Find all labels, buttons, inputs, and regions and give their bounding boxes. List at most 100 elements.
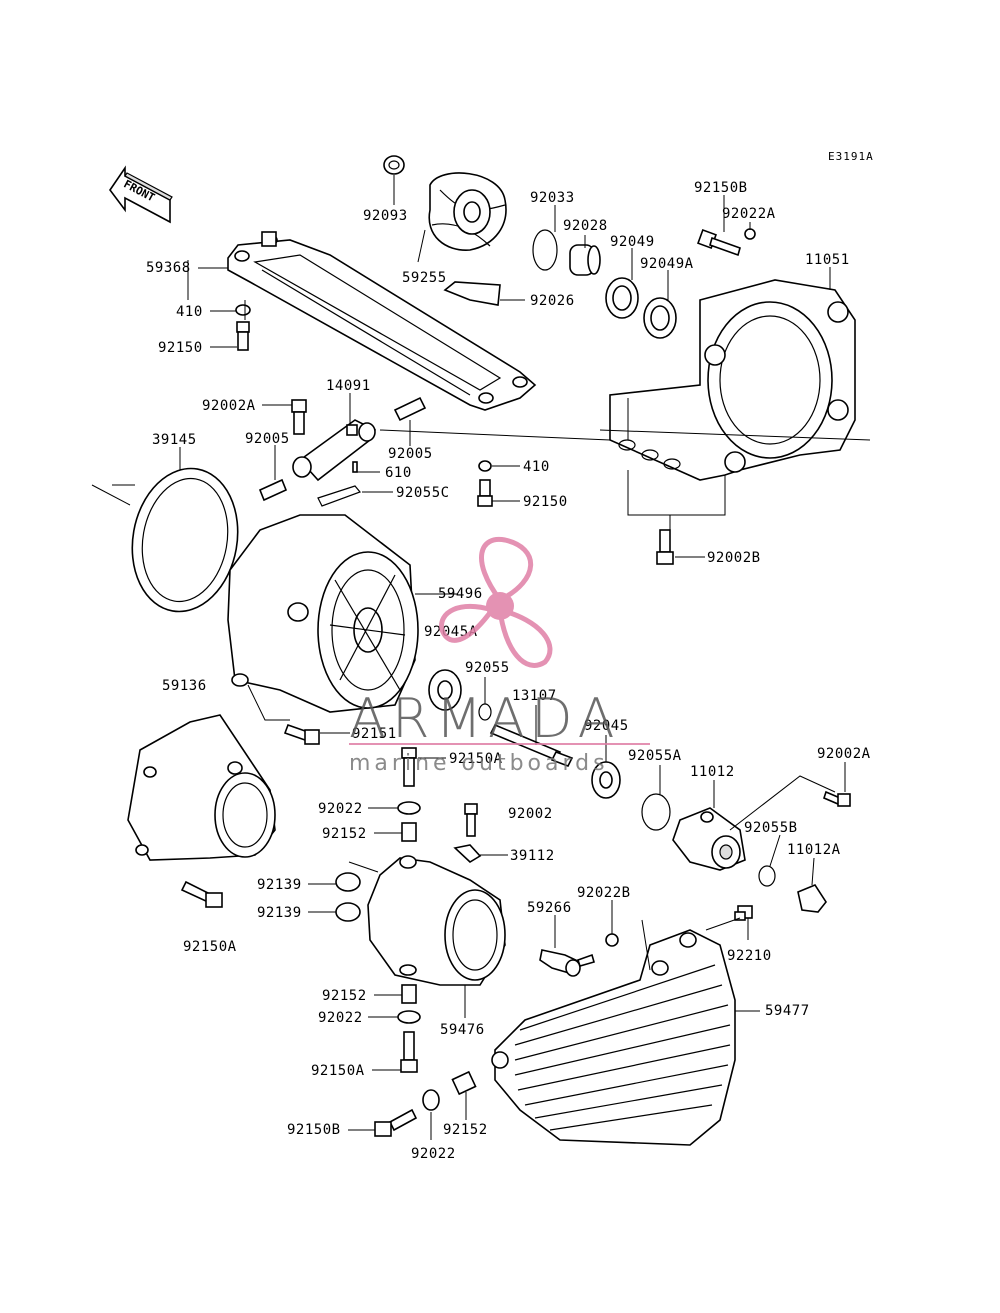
watermark-tagline: marine outboards xyxy=(349,751,609,776)
label-92150A-mid: 92150A xyxy=(449,751,503,767)
label-92002A-right: 92002A xyxy=(817,746,871,762)
ring-39145 xyxy=(131,467,239,613)
circlip-92033 xyxy=(532,229,558,271)
label-11051: 11051 xyxy=(805,252,850,268)
drain-59266 xyxy=(539,949,595,977)
label-59496: 59496 xyxy=(438,586,483,602)
bolt-92002B xyxy=(656,529,674,565)
label-92055: 92055 xyxy=(465,660,510,676)
bolt-92210 xyxy=(734,905,753,921)
label-92151: 92151 xyxy=(352,726,397,742)
pin-610 xyxy=(352,461,358,473)
label-39145: 39145 xyxy=(152,432,197,448)
lever-39112 xyxy=(453,844,482,863)
cap-92093 xyxy=(383,155,405,175)
label-92093: 92093 xyxy=(363,208,408,224)
bolt-92002A-left xyxy=(291,399,307,435)
gasket-92055C xyxy=(317,485,362,507)
label-92210: 92210 xyxy=(727,948,772,964)
nozzle-59136 xyxy=(127,714,276,861)
leader-lines xyxy=(91,175,871,1140)
nozzle-59476 xyxy=(367,855,506,986)
bushing-92139-b xyxy=(335,902,361,922)
nut-410-mid xyxy=(478,460,492,472)
label-92028: 92028 xyxy=(563,218,608,234)
bolt-92150A-left xyxy=(180,880,223,908)
label-92022-a: 92022 xyxy=(318,801,363,817)
cap-11012A xyxy=(797,884,827,913)
label-92152-b: 92152 xyxy=(322,988,367,1004)
label-11012: 11012 xyxy=(690,764,735,780)
collar-92028 xyxy=(569,244,601,276)
bolt-92151 xyxy=(283,723,320,745)
label-92150-top: 92150 xyxy=(158,340,203,356)
label-92152-a: 92152 xyxy=(322,826,367,842)
label-610: 610 xyxy=(385,465,412,481)
bolt-92150B-top xyxy=(697,229,741,257)
label-92022-c: 92022 xyxy=(411,1146,456,1162)
label-92139-a: 92139 xyxy=(257,877,302,893)
label-92055B: 92055B xyxy=(744,820,798,836)
label-92150-mid: 92150 xyxy=(523,494,568,510)
label-59266: 59266 xyxy=(527,900,572,916)
o-ring-92055A xyxy=(641,793,671,831)
label-92033: 92033 xyxy=(530,190,575,206)
label-92139-b: 92139 xyxy=(257,905,302,921)
label-59136: 59136 xyxy=(162,678,207,694)
label-92026: 92026 xyxy=(530,293,575,309)
bolt-92150B-bottom xyxy=(374,1108,418,1137)
label-92022A: 92022A xyxy=(722,206,776,222)
watermark-brand: ARMADA xyxy=(349,687,621,750)
front-arrow-icon: FRONT xyxy=(109,165,173,224)
pump-bowl-59496 xyxy=(227,514,419,713)
fitting-92005-left xyxy=(258,478,288,502)
label-92150B-top: 92150B xyxy=(694,180,748,196)
label-92002B: 92002B xyxy=(707,550,761,566)
plate-92026 xyxy=(443,281,501,306)
label-59255: 59255 xyxy=(402,270,447,286)
label-92150B-bottom: 92150B xyxy=(287,1122,341,1138)
o-ring-92055B xyxy=(758,865,776,887)
bushing-92139-a xyxy=(335,872,361,892)
fitting-92005-right xyxy=(393,396,427,422)
label-39112: 39112 xyxy=(510,848,555,864)
bracket-14091 xyxy=(292,419,377,482)
bearing-92045 xyxy=(591,761,621,799)
washer-92022A xyxy=(744,228,756,240)
bolt-92150A-mid xyxy=(401,747,417,787)
pump-case-11051 xyxy=(609,279,856,481)
label-92150A-bottom: 92150A xyxy=(311,1063,365,1079)
seal-92049A xyxy=(643,297,677,339)
label-59476: 59476 xyxy=(440,1022,485,1038)
label-92005-left: 92005 xyxy=(245,431,290,447)
label-92055C: 92055C xyxy=(396,485,450,501)
diagram-code: E3191A xyxy=(828,150,874,163)
washer-92022B xyxy=(605,933,619,947)
bolt-92150-mid xyxy=(477,479,493,507)
label-92150A-left: 92150A xyxy=(183,939,237,955)
washer-92022-c xyxy=(422,1089,440,1111)
label-92045: 92045 xyxy=(584,718,629,734)
label-92022B: 92022B xyxy=(577,885,631,901)
label-410-mid: 410 xyxy=(523,459,550,475)
label-92002: 92002 xyxy=(508,806,553,822)
bolt-92002A-right xyxy=(823,790,851,807)
washer-410-top xyxy=(235,304,251,316)
propeller-logo-icon xyxy=(439,536,553,668)
label-92049A: 92049A xyxy=(640,256,694,272)
impeller-59255 xyxy=(428,172,507,251)
label-410-top: 410 xyxy=(176,304,203,320)
bolt-92150A-bottom xyxy=(400,1031,418,1073)
collar-92152-c xyxy=(451,1070,477,1096)
bolt-92002 xyxy=(464,803,478,837)
watermark: ARMADA marine outboards xyxy=(349,536,650,776)
label-59368: 59368 xyxy=(146,260,191,276)
label-11012A: 11012A xyxy=(787,842,841,858)
washer-92022-a xyxy=(397,801,421,815)
label-13107: 13107 xyxy=(512,688,557,704)
ride-plate-59368 xyxy=(227,231,537,411)
label-92055A: 92055A xyxy=(628,748,682,764)
collar-92152-a xyxy=(401,822,417,842)
